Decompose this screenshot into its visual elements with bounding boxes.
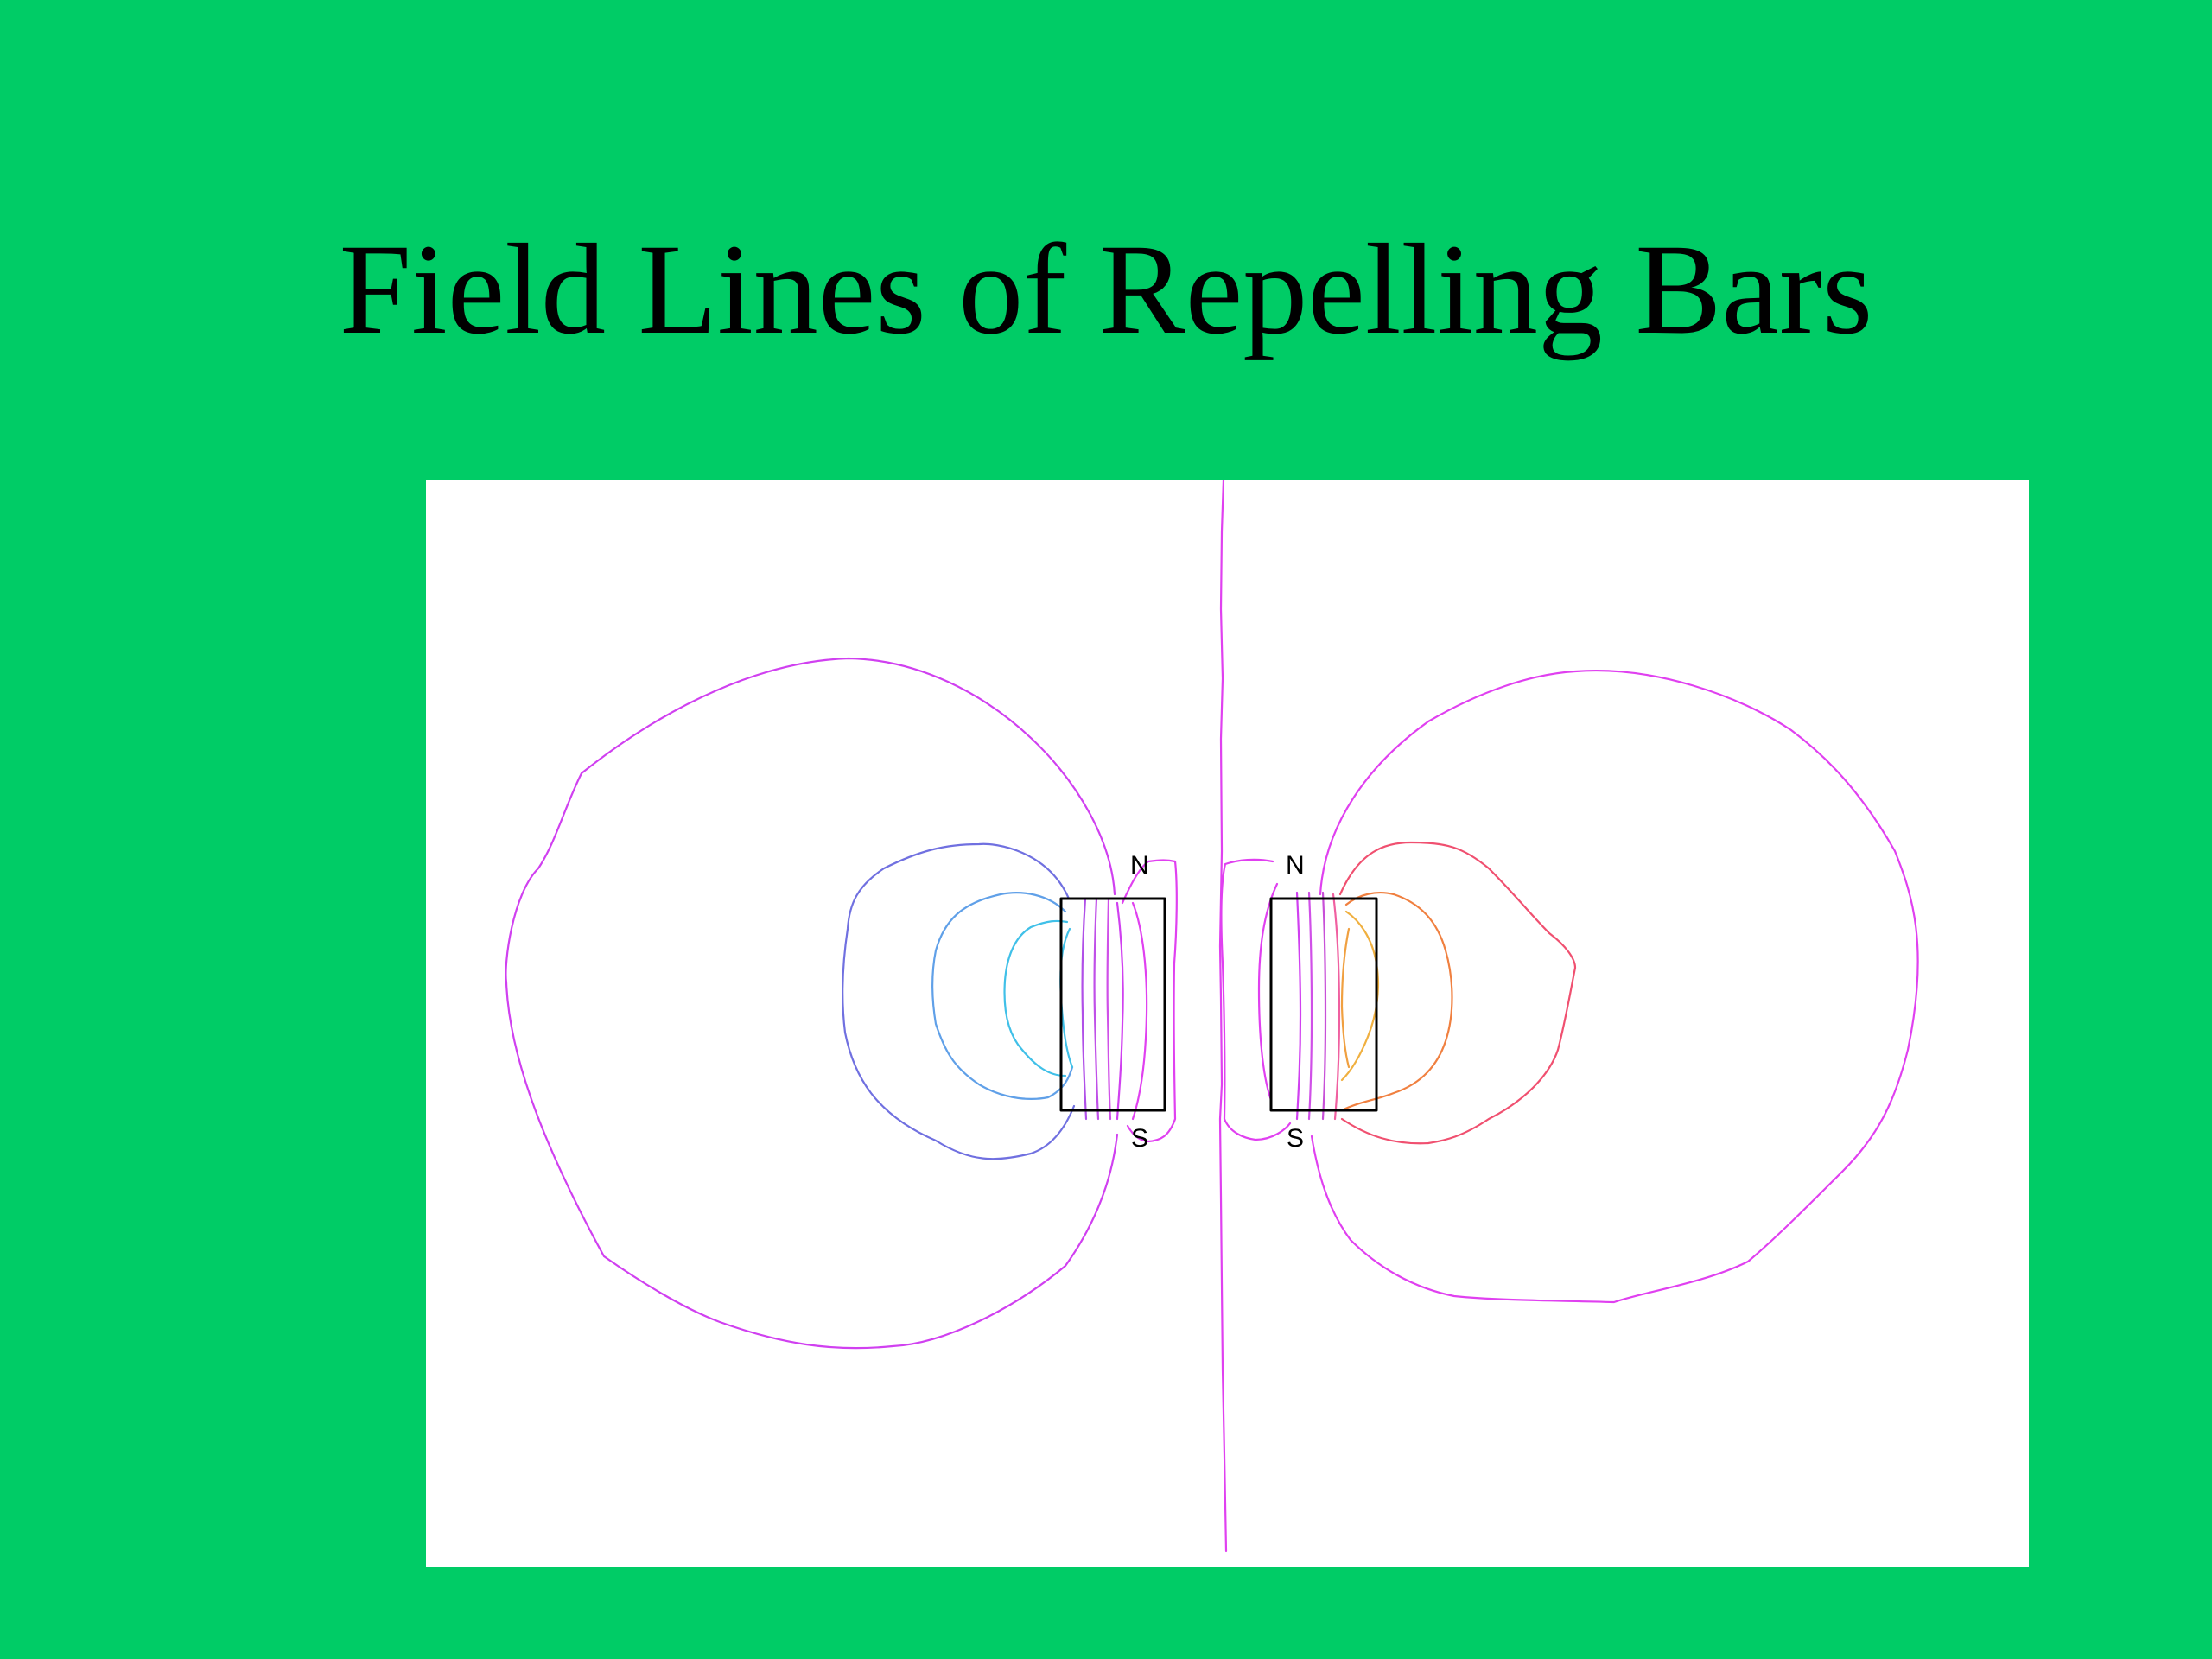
right-outer-field-line (1310, 670, 1919, 1304)
right-magnet-internal-line (1220, 858, 1292, 1141)
field-lines-svg: N S N S (505, 480, 1919, 1553)
left-innermost-field-line (1003, 919, 1069, 1077)
left-magnet-south-label: S (1131, 1124, 1148, 1153)
left-mid-field-line (842, 842, 1076, 1160)
left-outer-field-line (505, 657, 1119, 1350)
left-inner-field-line (931, 892, 1074, 1100)
left-magnet-internal-line (1081, 897, 1088, 1121)
right-magnet-internal-line (1257, 882, 1279, 1102)
left-magnet-outline (1059, 897, 1166, 1112)
right-magnet-internal-line (1295, 891, 1302, 1121)
left-magnet-internal-line (1131, 901, 1148, 1121)
left-magnet-internal-line (1116, 901, 1124, 1121)
right-magnet-internal-line (1321, 891, 1327, 1121)
left-magnet-internal-line (1121, 859, 1178, 1143)
right-magnet-internal-line (1332, 893, 1341, 1121)
right-magnet-north-label: N (1286, 851, 1305, 880)
right-magnet-internal-line (1307, 891, 1313, 1121)
field-lines-diagram: N S N S (426, 480, 2029, 1567)
slide-title: Field Lines of Repelling Bars (339, 218, 1873, 361)
central-separatrix-line (1218, 480, 1228, 1553)
right-magnet-outline (1269, 897, 1378, 1112)
left-magnet-internal-line (1093, 897, 1100, 1121)
right-innermost-field-line-2 (1340, 927, 1351, 1069)
right-mid-field-line (1338, 841, 1577, 1145)
left-magnet-north-label: N (1130, 851, 1149, 880)
right-magnet-south-label: S (1287, 1124, 1304, 1153)
right-inner-field-line (1340, 891, 1453, 1112)
left-magnet-internal-line (1106, 897, 1112, 1121)
